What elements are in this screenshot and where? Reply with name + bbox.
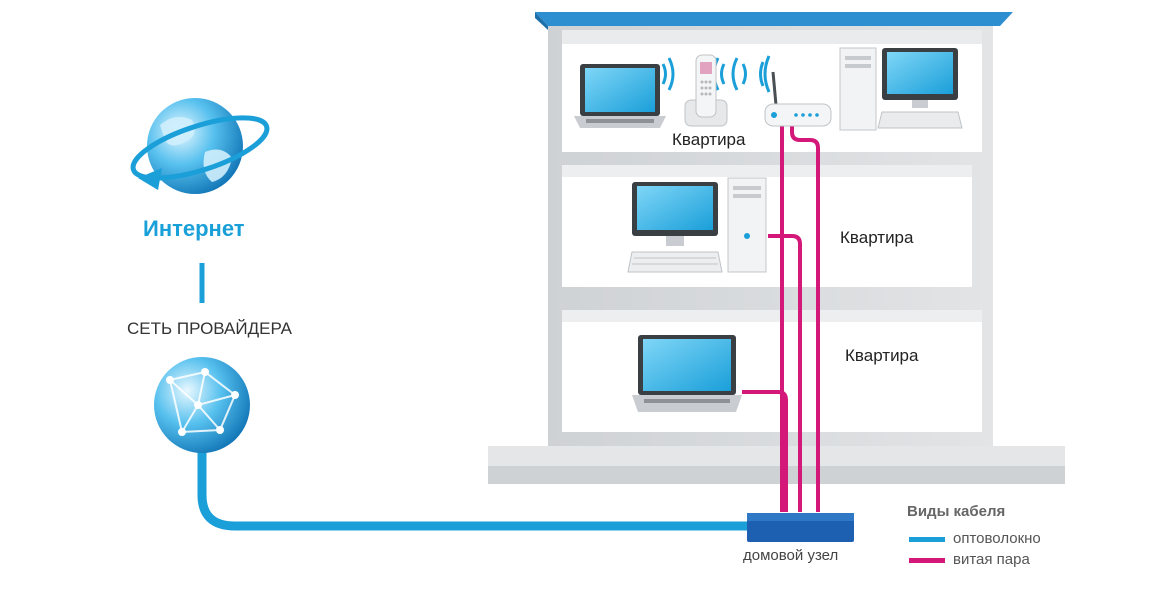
floor-middle [562,165,972,287]
desktop-computer-icon [627,177,767,273]
globe-internet-icon [130,98,270,194]
desktop-computer-icon [839,47,963,131]
home-node-label: домовой узел [743,547,839,564]
provider-network-label: СЕТЬ ПРОВАЙДЕРА [127,319,293,338]
laptop-icon [574,64,666,128]
globe-network-icon [154,357,250,453]
laptop-icon [632,335,742,412]
apartment-label-middle: Квартира [840,228,914,247]
legend-twisted-pair-swatch [909,558,945,563]
floor-bottom [562,310,982,432]
internet-label: Интернет [143,216,245,241]
home-node-box [747,513,854,542]
wifi-signal-icon [661,55,771,93]
legend-item-twisted-pair: витая пара [953,551,1030,568]
legend-title: Виды кабеля [907,503,1006,520]
legend-fiber-swatch [909,537,945,542]
wifi-router-icon [764,71,832,127]
legend-item-fiber: оптоволокно [953,530,1041,547]
building [488,12,1065,484]
apartment-label-top: Квартира [672,130,746,149]
apartment-label-bottom: Квартира [845,346,919,365]
fiber-cable [197,445,755,531]
twisted-pair-cables [742,124,820,512]
cordless-phone-icon [684,54,728,127]
building-base [488,446,1065,466]
roof [535,12,1013,26]
